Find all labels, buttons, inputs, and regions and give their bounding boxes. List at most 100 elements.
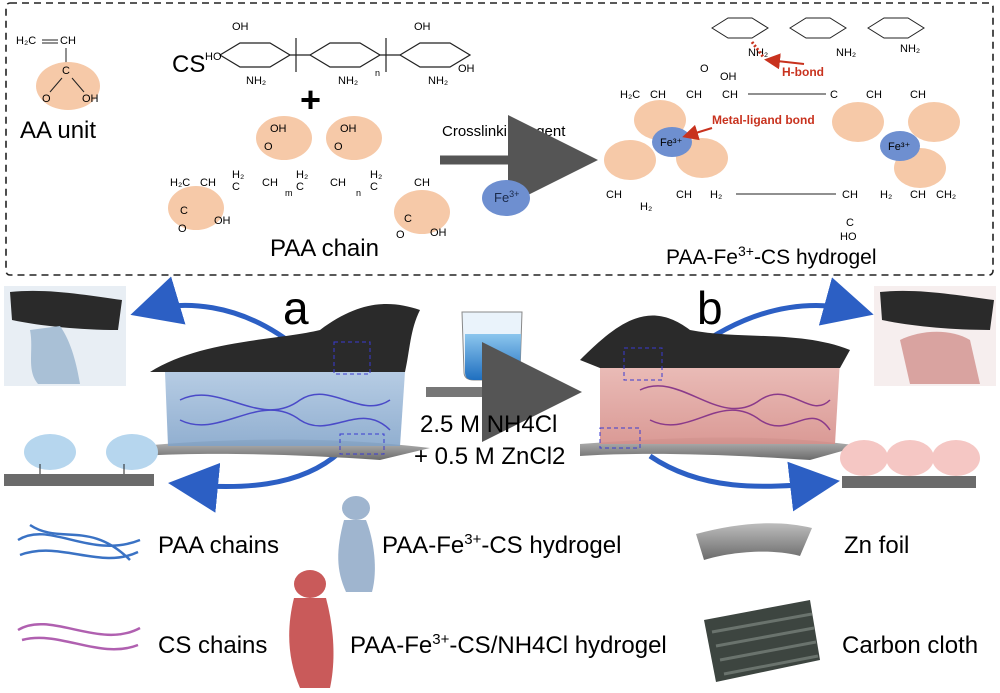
svg-text:CH: CH <box>722 89 738 101</box>
svg-text:OH: OH <box>232 21 249 33</box>
svg-text:H₂: H₂ <box>710 189 722 201</box>
cs-label: CS <box>172 51 205 78</box>
fe-ion <box>482 180 530 216</box>
legend-paa-chains-label: PAA chains <box>158 532 279 559</box>
svg-text:HO: HO <box>840 231 857 243</box>
legend-zn-foil-label: Zn foil <box>844 532 909 559</box>
aa-unit-structure: H₂C CH C O OH <box>16 35 100 110</box>
label-b: b <box>697 282 723 334</box>
aa-highlight <box>36 62 100 110</box>
svg-text:NH₂: NH₂ <box>246 75 266 87</box>
svg-text:C: C <box>404 213 412 225</box>
aa-unit-label: AA unit <box>20 117 96 144</box>
crosslinking-label: Crosslinking agent <box>442 123 566 140</box>
solution-line-2: + 0.5 M ZnCl2 <box>414 443 565 470</box>
svg-text:CH: CH <box>414 177 430 189</box>
svg-text:m: m <box>285 188 293 198</box>
paa-chain-structure: OH O OH O H₂C CH H₂ C CH H₂ C CH H₂ C CH… <box>168 116 450 241</box>
inset-a-molecules <box>4 434 158 486</box>
svg-text:CH: CH <box>676 189 692 201</box>
device-a <box>140 304 430 460</box>
svg-text:n: n <box>375 68 380 78</box>
inset-blue-figure <box>4 286 126 386</box>
svg-text:O: O <box>396 229 405 241</box>
svg-text:CH: CH <box>200 177 216 189</box>
legend-blue-figure-icon <box>338 496 375 592</box>
svg-text:CH: CH <box>650 89 666 101</box>
svg-text:NH₂: NH₂ <box>338 75 358 87</box>
paa-chain-label: PAA chain <box>270 235 379 262</box>
svg-text:CH: CH <box>842 189 858 201</box>
svg-text:CH: CH <box>606 189 622 201</box>
svg-text:H₂: H₂ <box>370 169 382 181</box>
svg-text:HO: HO <box>205 51 222 63</box>
hydrogel-structure: Fe³⁺ Fe³⁺ NH₂ NH₂ NH₂ O OH H₂C CH CH CH … <box>604 17 960 243</box>
svg-text:NH₂: NH₂ <box>900 43 920 55</box>
beaker-icon <box>461 311 523 381</box>
svg-text:H₂: H₂ <box>880 189 892 201</box>
device-b <box>580 315 860 460</box>
legend-carbon-cloth-icon <box>704 600 820 682</box>
svg-text:O: O <box>178 223 187 235</box>
svg-text:OH: OH <box>720 71 737 83</box>
metal-ligand-label: Metal-ligand bond <box>712 113 815 127</box>
legend-zn-foil-icon <box>696 523 812 560</box>
arrow-to-inset-a-top <box>130 276 302 352</box>
svg-text:C: C <box>232 181 240 193</box>
svg-text:O: O <box>334 141 343 153</box>
svg-text:C: C <box>830 89 838 101</box>
svg-text:Fe³⁺: Fe³⁺ <box>660 137 683 149</box>
legend-hydrogel2-label: PAA-Fe3+-CS/NH4Cl hydrogel <box>350 631 667 659</box>
svg-text:C: C <box>370 181 378 193</box>
inset-pink-figure <box>874 286 996 386</box>
svg-text:OH: OH <box>270 123 287 135</box>
svg-text:O: O <box>264 141 273 153</box>
legend-cs-chains-icon <box>17 622 141 651</box>
svg-text:C: C <box>846 217 854 229</box>
svg-text:O: O <box>700 63 709 75</box>
legend-pink-figure-icon <box>289 570 334 688</box>
hydrogel-product-label: PAA-Fe3+-CS hydrogel <box>666 243 877 269</box>
svg-text:C: C <box>180 205 188 217</box>
svg-text:H₂: H₂ <box>296 169 308 181</box>
svg-text:OH: OH <box>340 123 357 135</box>
svg-text:NH₂: NH₂ <box>836 47 856 59</box>
svg-text:H₂: H₂ <box>232 169 244 181</box>
inset-b-molecules <box>840 440 980 488</box>
svg-text:H₂C: H₂C <box>620 89 640 101</box>
legend-carbon-cloth-label: Carbon cloth <box>842 632 978 659</box>
svg-text:OH: OH <box>214 215 231 227</box>
svg-text:NH₂: NH₂ <box>428 75 448 87</box>
svg-text:CH: CH <box>910 89 926 101</box>
svg-text:OH: OH <box>430 227 447 239</box>
svg-text:CH: CH <box>910 189 926 201</box>
svg-text:OH: OH <box>414 21 431 33</box>
svg-text:C: C <box>62 65 70 77</box>
svg-text:CH: CH <box>60 35 76 47</box>
svg-text:C: C <box>296 181 304 193</box>
legend-paa-chains-icon <box>17 523 141 561</box>
svg-text:CH: CH <box>686 89 702 101</box>
svg-text:CH: CH <box>330 177 346 189</box>
svg-text:Fe3+: Fe3+ <box>494 189 519 205</box>
svg-text:CH: CH <box>866 89 882 101</box>
svg-text:H₂: H₂ <box>640 201 652 213</box>
cs-structure <box>218 38 472 72</box>
top-panel-border <box>5 2 994 276</box>
legend-cs-chains-label: CS chains <box>158 632 267 659</box>
plus-sign: + <box>300 79 321 120</box>
arrow-to-inset-b-bottom <box>648 453 840 512</box>
solution-line-1: 2.5 M NH4Cl <box>420 411 557 438</box>
svg-text:n: n <box>356 188 361 198</box>
svg-text:OH: OH <box>82 93 99 105</box>
svg-text:H₂C: H₂C <box>170 177 190 189</box>
legend-hydrogel1-label: PAA-Fe3+-CS hydrogel <box>382 531 621 559</box>
svg-text:OH: OH <box>458 63 475 75</box>
svg-text:Fe³⁺: Fe³⁺ <box>888 141 911 153</box>
svg-text:H₂C: H₂C <box>16 35 36 47</box>
label-a: a <box>283 282 309 334</box>
svg-text:O: O <box>42 93 51 105</box>
hbond-label: H-bond <box>782 65 824 79</box>
svg-text:CH₂: CH₂ <box>936 189 956 201</box>
